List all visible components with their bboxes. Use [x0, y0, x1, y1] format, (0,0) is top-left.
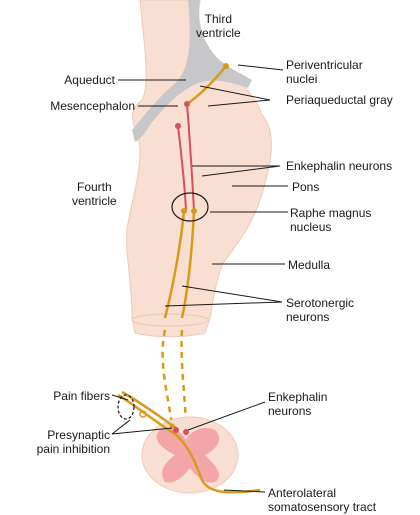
presynaptic-terminal: [139, 410, 147, 418]
label-periventricular-line1: Periventricular: [286, 58, 363, 72]
spinal-enkephalin-dot-1: [173, 427, 179, 433]
label-third-ventricle: Third ventricle: [196, 12, 241, 40]
raphe-neuron-dot-1: [181, 208, 187, 214]
spinal-serotonergic-end: [169, 423, 175, 429]
presynaptic-circle: [117, 394, 135, 420]
label-raphe-line1: Raphe magnus: [290, 206, 372, 220]
label-fourth-ventricle-line2: ventricle: [72, 194, 117, 208]
serotonergic-fiber-1-dashed: [161, 329, 174, 426]
serotonergic-fiber-2-dashed: [180, 329, 188, 426]
label-serotonergic-line2: neurons: [286, 310, 330, 324]
label-fourth-ventricle: Fourth ventricle: [72, 180, 117, 208]
label-enkephalin-lower-line2: neurons: [268, 404, 312, 418]
leader-lines: [111, 64, 288, 493]
label-mesencephalon: Mesencephalon: [50, 99, 135, 113]
label-aqueduct: Aqueduct: [64, 73, 115, 87]
label-anterolateral-line2: somatosensory tract: [268, 500, 377, 514]
enkephalin-path-2: [177, 125, 187, 211]
enkephalin-neuron-dot-2: [175, 123, 181, 129]
periventricular-fiber: [186, 65, 227, 106]
label-third-ventricle-line2: ventricle: [196, 26, 241, 40]
label-pain-fibers: Pain fibers: [53, 389, 110, 403]
raphe-neuron-dot-2: [191, 208, 197, 214]
enkephalin-path-1: [186, 103, 195, 211]
label-enkephalin-neurons-upper: Enkephalin neurons: [286, 159, 393, 173]
label-enkephalin-neurons-lower: Enkephalin neurons: [268, 390, 327, 418]
label-presynaptic-line2: pain inhibition: [36, 442, 110, 456]
raphe-nucleus-outline: [171, 192, 209, 222]
label-serotonergic-line1: Serotonergic: [286, 296, 355, 310]
spinal-cord-cut-top: [131, 313, 209, 327]
label-pons: Pons: [292, 180, 320, 194]
periventricular-neuron-dot: [223, 63, 229, 69]
label-presynaptic-pain-inhibition: Presynaptic pain inhibition: [37, 428, 110, 456]
spinal-enkephalin-dot-2: [183, 429, 189, 435]
label-periventricular-nuclei: Periventricular nuclei: [286, 58, 363, 86]
label-serotonergic-neurons: Serotonergic neurons: [286, 296, 354, 324]
label-fourth-ventricle-line1: Fourth: [77, 180, 112, 194]
label-periaqueductal-gray: Periaqueductal gray: [286, 93, 393, 107]
label-medulla: Medulla: [288, 258, 331, 272]
label-raphe-line2: nucleus: [290, 220, 332, 234]
label-anterolateral-line1: Anterolateral: [268, 486, 337, 500]
serotonergic-fiber-1: [163, 211, 186, 319]
label-third-ventricle-line1: Third: [204, 12, 233, 26]
serotonergic-fiber-2: [180, 211, 196, 319]
label-periventricular-line2: nuclei: [286, 72, 318, 86]
label-raphe-magnus: Raphe magnus nucleus: [290, 206, 371, 234]
spinal-gray-matter: [156, 428, 220, 483]
label-anterolateral-tract: Anterolateral somatosensory tract: [268, 486, 376, 514]
label-enkephalin-lower-line1: Enkephalin: [268, 390, 328, 404]
enkephalin-neuron-dot-1: [184, 101, 190, 107]
label-presynaptic-line1: Presynaptic: [47, 428, 110, 442]
